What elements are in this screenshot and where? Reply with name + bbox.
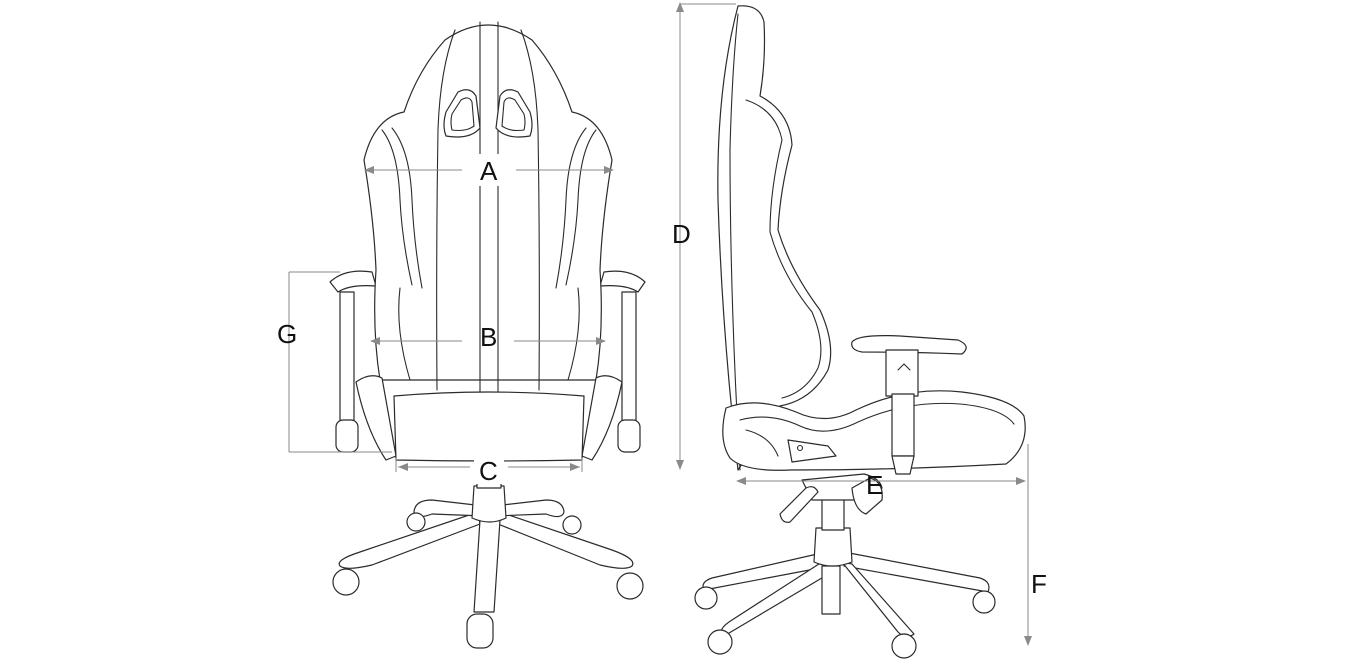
front-armrest-right-pad (599, 270, 646, 293)
side-gas-cylinder (821, 497, 845, 531)
front-caster-back-right (562, 515, 582, 535)
front-headrest-slot-left (443, 89, 481, 138)
front-armrest-right-post (621, 291, 637, 423)
side-armrest-foot (891, 455, 915, 475)
side-caster-2 (707, 629, 733, 655)
side-caster-1 (694, 586, 718, 610)
front-caster-back-left (406, 512, 426, 532)
dimension-labels: A B C D E F G (277, 154, 1047, 599)
label-d: D (672, 219, 691, 249)
front-seat-cushion (393, 391, 585, 462)
label-a: A (480, 156, 498, 186)
front-caster-bottom (466, 613, 494, 649)
side-caster-4 (891, 633, 917, 659)
side-leg-back (821, 565, 841, 615)
front-seat-side-left (355, 375, 397, 461)
label-c: C (479, 456, 498, 486)
front-armrest-left-post (339, 291, 355, 423)
label-e: E (866, 470, 883, 500)
dimension-lines (288, 2, 1032, 646)
side-armrest-pad (851, 335, 967, 355)
side-lever-right (851, 477, 883, 515)
front-leg-back-right (493, 499, 565, 518)
side-lever-left (779, 486, 819, 523)
front-backrest (363, 24, 613, 381)
front-armrest-right-base (617, 419, 641, 453)
front-leg-left (338, 511, 481, 569)
front-hub (471, 485, 507, 523)
front-leg-right (497, 511, 634, 569)
front-armrest-left (329, 270, 377, 453)
front-view (329, 21, 646, 649)
front-armrest-left-pad (329, 270, 377, 293)
front-leg-bottom (473, 519, 501, 613)
front-leg-back-left (413, 499, 485, 518)
front-base (332, 455, 644, 649)
side-armrest-post (885, 349, 919, 397)
side-backrest (717, 5, 832, 471)
front-seat-side-right (581, 375, 623, 461)
front-armrest-right (599, 270, 646, 453)
front-backrest-stripes (381, 21, 597, 396)
front-armrest-left-base (335, 419, 359, 453)
side-armrest-lower (891, 393, 915, 457)
label-f: F (1031, 569, 1047, 599)
side-caster-3 (972, 590, 996, 614)
label-g: G (277, 319, 297, 349)
side-base (694, 497, 996, 659)
label-b: B (480, 322, 497, 352)
side-hub (813, 527, 853, 567)
front-headrest-slot-right (495, 89, 533, 138)
front-caster-right (616, 572, 644, 600)
front-caster-left (332, 568, 360, 596)
side-view (694, 5, 1026, 659)
